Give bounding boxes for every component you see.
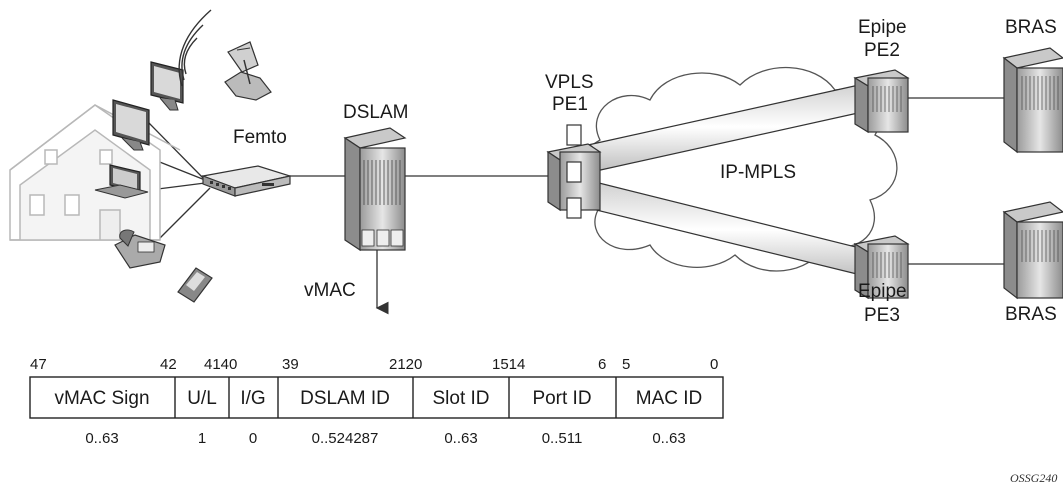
field-vmac-sign: vMAC Sign	[54, 388, 149, 409]
bras-bottom-label: BRAS	[1005, 304, 1057, 325]
bit-position-row: 47 42 4140 39 2120 1514 6 5 0	[30, 356, 718, 373]
range-ig: 0	[249, 430, 257, 447]
bras-bottom-rack-icon	[1002, 201, 1063, 300]
desktop-monitor-icon	[112, 99, 150, 151]
wireless-signal-icon	[178, 9, 212, 87]
figure-id: OSSG240	[1010, 471, 1057, 485]
pe2-router-icon	[853, 69, 910, 134]
monitor-icon	[150, 61, 184, 111]
pe1-label: PE1	[552, 94, 588, 115]
bit-position: 5	[622, 356, 630, 373]
bit-position: 1514	[492, 356, 525, 373]
vpls-label: VPLS	[545, 72, 594, 93]
epipe-bottom-label: Epipe	[858, 281, 907, 302]
dslam-rack-icon	[343, 127, 407, 252]
range-vmac-sign: 0..63	[85, 430, 118, 447]
field-range-row: 0..63 1 0 0..524287 0..63 0..511 0..63	[85, 430, 685, 447]
bras-top-rack-icon	[1002, 47, 1063, 154]
femto-device-icon	[200, 165, 293, 197]
range-dslam-id: 0..524287	[312, 430, 379, 447]
vmac-label: vMAC	[304, 280, 356, 301]
bit-position: 39	[282, 356, 299, 373]
field-dslam-id: DSLAM ID	[300, 388, 390, 409]
epipe-top-label: Epipe	[858, 17, 907, 38]
bras-top-label: BRAS	[1005, 17, 1057, 38]
field-ig: I/G	[240, 388, 265, 409]
bit-position: 4140	[204, 356, 237, 373]
ip-mpls-label: IP-MPLS	[720, 162, 796, 183]
range-slot-id: 0..63	[444, 430, 477, 447]
range-ul: 1	[198, 430, 206, 447]
satellite-dish-icon	[224, 41, 272, 101]
dslam-label: DSLAM	[343, 102, 408, 123]
femto-label: Femto	[233, 127, 287, 148]
desk-phone-icon	[114, 229, 166, 269]
pe1-router-icon	[546, 124, 602, 219]
bit-position: 6	[598, 356, 606, 373]
bit-position: 42	[160, 356, 177, 373]
pe2-label: PE2	[864, 40, 900, 61]
field-port-id: Port ID	[532, 388, 591, 409]
range-mac-id: 0..63	[652, 430, 685, 447]
pe3-label: PE3	[864, 305, 900, 326]
field-mac-id: MAC ID	[636, 388, 703, 409]
pe3-router-icon	[853, 235, 910, 300]
range-port-id: 0..511	[542, 430, 583, 447]
house-icon	[9, 104, 181, 241]
bit-position: 2120	[389, 356, 422, 373]
field-slot-id: Slot ID	[432, 388, 489, 409]
bit-position: 0	[710, 356, 718, 373]
mobile-phone-icon	[177, 267, 213, 303]
laptop-icon	[94, 164, 149, 199]
bit-position: 47	[30, 356, 47, 373]
field-ul: U/L	[187, 388, 217, 409]
vmac-field-table: vMAC Sign U/L I/G DSLAM ID Slot ID Port …	[29, 376, 724, 419]
